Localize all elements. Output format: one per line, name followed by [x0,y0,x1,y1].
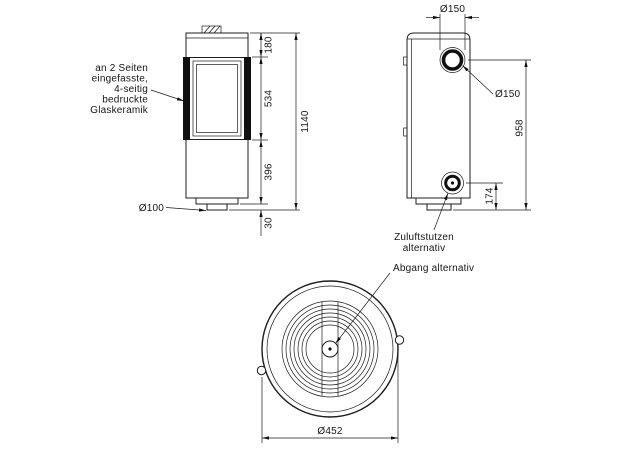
front-dimensions: 180 534 396 30 1140 Ø100 [139,32,311,236]
dim-base-diameter: Ø100 [139,203,165,214]
hinge-lower [403,127,408,137]
air-intake-outlet [441,171,464,195]
flue-collar-hatch [201,25,222,34]
flue-outlet-top [439,47,466,73]
dim-1140: 1140 [300,110,311,133]
glass-annotation: an 2 Seiten eingefasste, 4-seitig bedruc… [90,63,185,116]
intake-note-line: Zuluftstutzen [394,232,454,243]
glass-note-line: an 2 Seiten [95,63,148,74]
intake-annotation: Zuluftstutzen alternativ [394,192,454,254]
dim-396: 396 [264,163,275,181]
glass-door [183,57,251,140]
glass-note-line: Glaskeramik [90,105,149,116]
center-mark [328,347,332,351]
dim-flue-rear-diameter: Ø150 [495,89,521,100]
front-view: 180 534 396 30 1140 Ø100 an 2 Seiten ein… [90,25,311,236]
intake-note-line: alternativ [403,243,446,254]
outlet-note-leader [335,272,391,344]
handle-eye-right [394,335,405,345]
top-view-dimensions: Ø452 [261,353,399,443]
glass-note-line: 4-seitig [114,84,148,95]
outlet-note: Abgang alternativ [393,263,474,274]
rear-view: Ø150 Ø150 958 174 Zuluftstutzen alternat… [394,4,531,254]
dim-174: 174 [485,187,496,205]
glass-note-line: eingefasste, [92,74,148,85]
glass-note-leader [150,89,185,102]
dim-534: 534 [264,90,275,108]
center-outlet [321,340,339,358]
handle-eye-left [256,365,267,376]
rear-dimensions: Ø150 Ø150 958 174 [426,4,531,211]
stove-body-rear [403,32,471,211]
dim-180: 180 [264,36,275,54]
hinge-upper [403,56,408,66]
dim-30: 30 [264,217,275,229]
top-plate [256,280,405,418]
intake-note-leader [433,192,449,231]
glass-note-line: bedruckte [102,95,148,106]
dim-958: 958 [515,119,526,137]
dim-outer-diameter: Ø452 [317,426,343,437]
top-view-annotation: Abgang alternativ [335,263,474,344]
top-view: Abgang alternativ Ø452 [256,263,474,443]
base-foot-front [206,203,228,211]
stove-body-front [183,25,251,211]
plinth-rear [415,197,462,205]
base-foot-rear [426,203,452,211]
plinth-front [195,197,239,205]
dim-flue-top-diameter: Ø150 [440,4,466,15]
